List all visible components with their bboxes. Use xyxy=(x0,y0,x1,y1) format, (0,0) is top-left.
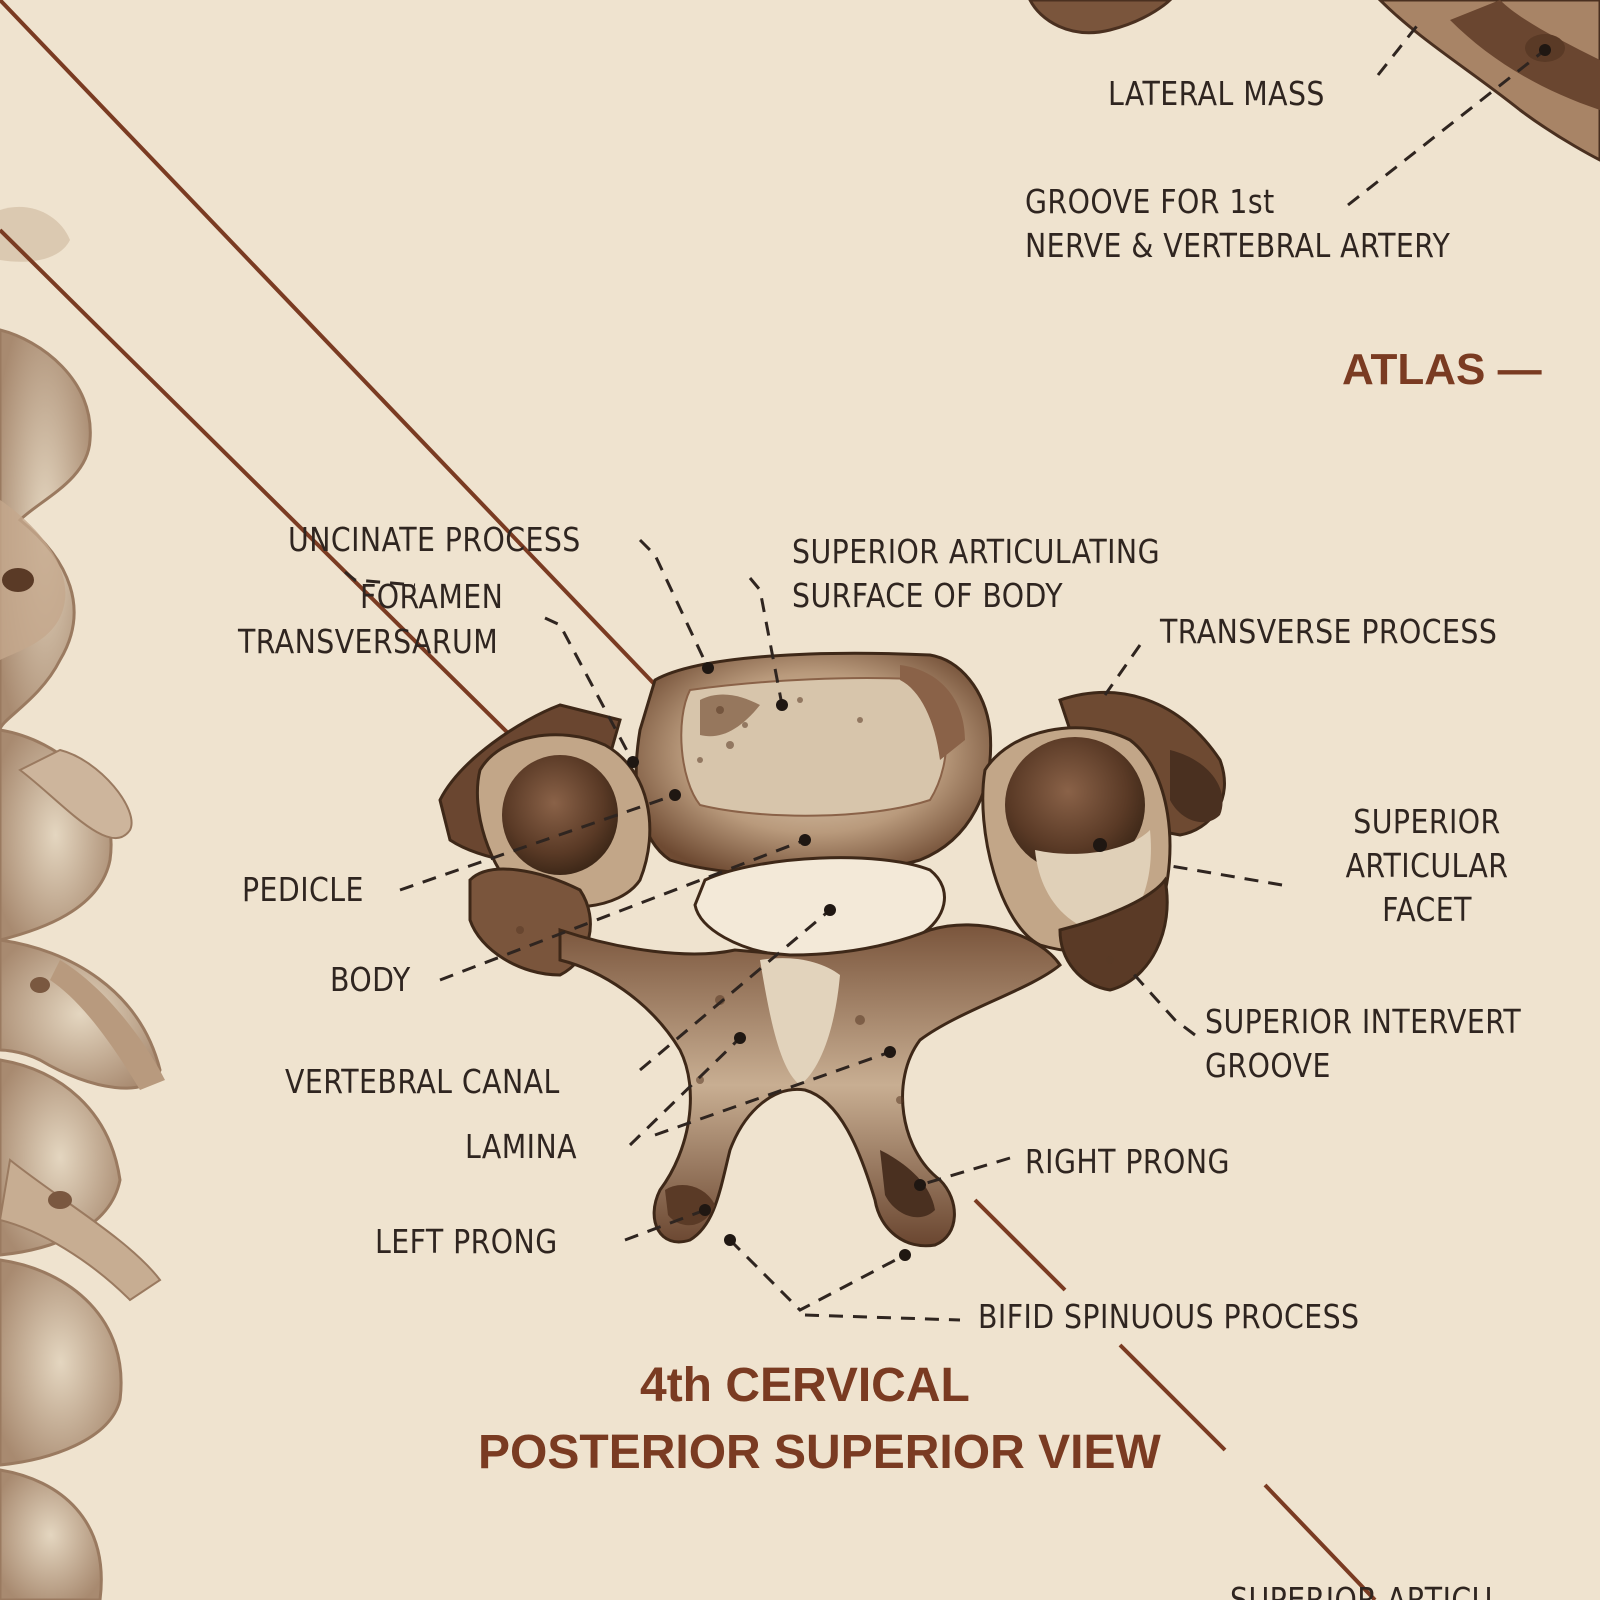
label-vertebral-canal: VERTEBRAL CANAL xyxy=(285,1062,560,1101)
label-right-prong: RIGHT PRONG xyxy=(1025,1142,1230,1181)
section-heading-atlas: ATLAS — xyxy=(1342,345,1542,394)
figure-title-line2: POSTERIOR SUPERIOR VIEW xyxy=(478,1426,1161,1479)
label-superior-articular-facet: SUPERIOR ARTICULAR FACET xyxy=(1337,800,1518,932)
label-pedicle: PEDICLE xyxy=(242,870,364,909)
label-sup-art-surface-line1: SUPERIOR ARTICULATING xyxy=(792,532,1160,571)
label-sup-interv-line2: GROOVE xyxy=(1205,1046,1331,1085)
label-groove-first-nerve: GROOVE FOR 1st NERVE & VERTEBRAL ARTERY xyxy=(1025,180,1450,268)
leader-lines xyxy=(344,21,1546,1322)
label-lamina: LAMINA xyxy=(465,1127,577,1166)
adjacent-spine-drawing xyxy=(0,206,165,1600)
label-sup-art-facet-line2: ARTICULAR xyxy=(1345,846,1509,885)
label-sup-art-facet-line1: SUPERIOR xyxy=(1353,802,1501,841)
label-sup-art-surface-line2: SURFACE OF BODY xyxy=(792,576,1063,615)
label-groove-line1: GROOVE FOR 1st xyxy=(1025,182,1275,221)
atlas-drawing xyxy=(1028,0,1600,162)
label-left-prong: LEFT PRONG xyxy=(375,1222,558,1261)
label-uncinate-process: UNCINATE PROCESS xyxy=(288,520,581,559)
label-cutoff-bottom: SUPERIOR ARTICU xyxy=(1230,1580,1493,1600)
label-transverse-process: TRANSVERSE PROCESS xyxy=(1160,612,1498,651)
cervical-vertebra xyxy=(438,651,1226,1248)
label-sup-interv-line1: SUPERIOR INTERVERT xyxy=(1205,1002,1522,1041)
label-sup-art-facet-line3: FACET xyxy=(1382,890,1472,929)
label-foramen-line2: TRANSVERSARUM xyxy=(238,622,499,661)
figure-title-line1: 4th CERVICAL xyxy=(640,1359,970,1412)
leader-dots xyxy=(627,44,1551,1261)
label-bifid-spinous-process: BIFID SPINUOUS PROCESS xyxy=(978,1297,1360,1336)
label-body: BODY xyxy=(330,960,411,999)
label-groove-line2: NERVE & VERTEBRAL ARTERY xyxy=(1025,226,1451,265)
label-lateral-mass: LATERAL MASS xyxy=(1108,74,1325,113)
guide-lines xyxy=(0,0,1377,1600)
label-superior-intervertebral-groove: SUPERIOR INTERVERT GROOVE xyxy=(1205,1000,1521,1088)
label-superior-articulating-surface: SUPERIOR ARTICULATING SURFACE OF BODY xyxy=(792,530,1160,618)
label-foramen-line1: FORAMEN xyxy=(360,577,504,616)
